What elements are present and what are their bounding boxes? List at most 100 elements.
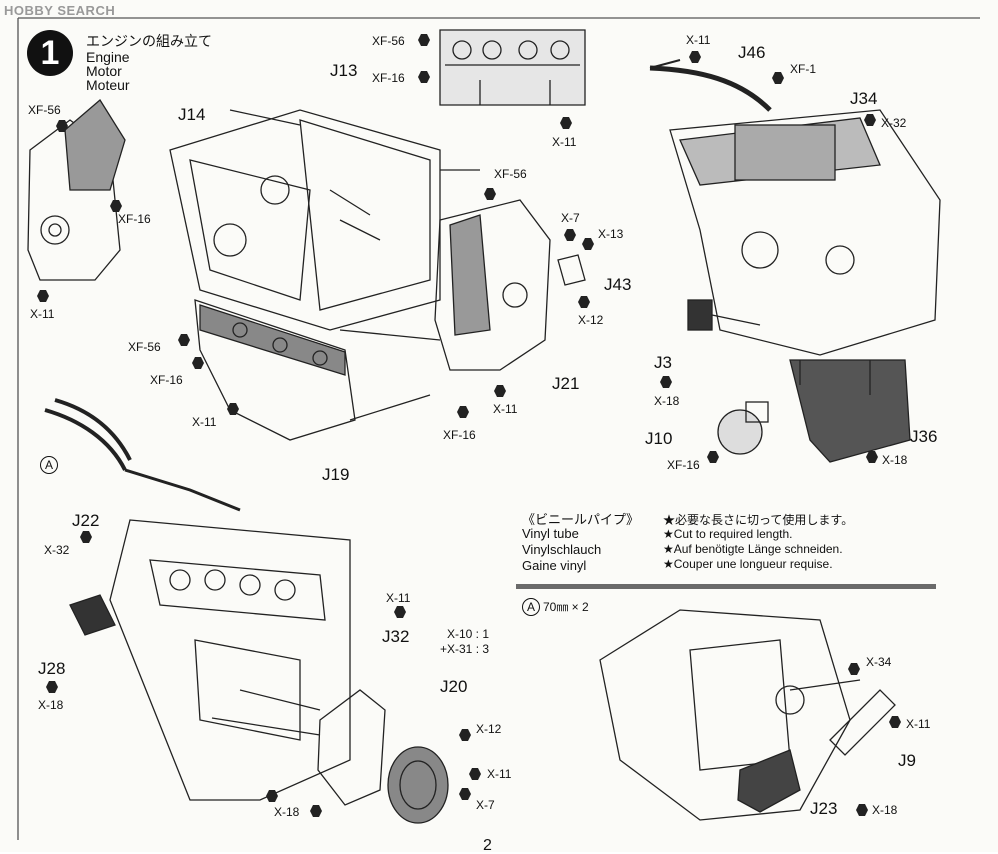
- paint-hex-icon: [418, 71, 430, 83]
- paint-label: XF-56: [494, 167, 527, 181]
- paint-hex-icon: [37, 290, 49, 302]
- paint-label: X-12: [476, 722, 502, 736]
- part-label-j19: J19: [322, 465, 350, 484]
- part-label-j36: J36: [910, 427, 938, 446]
- step-title-en: Engine: [86, 49, 130, 65]
- paint-label: X-18: [654, 394, 680, 408]
- paint-hex-icon: [484, 188, 496, 200]
- tube-marker: A: [522, 598, 540, 616]
- paint-label: XF-16: [443, 428, 476, 442]
- paint-label: X-11: [386, 591, 411, 605]
- paint-label: X-12: [578, 313, 604, 327]
- part-label-j20: J20: [440, 677, 468, 696]
- paint-hex-icon: [707, 451, 719, 463]
- paint-label: X-11: [552, 135, 577, 149]
- vinyl-note-jp: ★必要な長さに切って使用します。: [663, 513, 854, 527]
- paint-label: X-34: [866, 655, 892, 669]
- tube-size-label: 70㎜ × 2: [543, 600, 589, 614]
- paint-label: XF-56: [128, 340, 161, 354]
- paint-label: X-11: [192, 415, 217, 429]
- paint-label: XF-1: [790, 62, 817, 76]
- paint-hex-icon: [856, 804, 868, 816]
- vinyl-title-fr: Gaine vinyl: [522, 558, 587, 573]
- paint-hex-icon: [660, 376, 672, 388]
- vinyl-note-fr: ★Couper une longueur requise.: [663, 557, 833, 571]
- paint-hex-icon: [192, 357, 204, 369]
- paint-hex-icon: [46, 681, 58, 693]
- paint-label: X-11: [686, 33, 711, 47]
- paint-label: XF-16: [150, 373, 183, 387]
- paint-hex-icon: [266, 790, 278, 802]
- tube-marker: A: [40, 456, 58, 474]
- paint-label: XF-56: [372, 34, 405, 48]
- paint-label: X-18: [274, 805, 300, 819]
- paint-label: X-18: [882, 453, 908, 467]
- paint-mix-label: X-10 : 1: [447, 627, 490, 641]
- paint-hex-icon: [459, 729, 471, 741]
- paint-hex-icon: [582, 238, 594, 250]
- paint-hex-icon: [178, 334, 190, 346]
- paint-hex-icon: [772, 72, 784, 84]
- vinyl-title-de: Vinylschlauch: [522, 542, 602, 557]
- paint-hex-icon: [578, 296, 590, 308]
- paint-hex-icon: [848, 663, 860, 675]
- vinyl-note-en: ★Cut to required length.: [663, 527, 793, 541]
- vinyl-title-jp: 《ビニールパイプ》: [522, 512, 640, 527]
- part-label-j9: J9: [898, 751, 916, 770]
- paint-label: XF-16: [667, 458, 700, 472]
- paint-hex-icon: [494, 385, 506, 397]
- paint-label: XF-56: [28, 103, 61, 117]
- paint-hex-icon: [227, 403, 239, 415]
- paint-label: XF-16: [118, 212, 151, 226]
- part-label-j10: J10: [645, 429, 673, 448]
- step-number-badge: 1: [27, 30, 73, 76]
- paint-label: X-11: [487, 767, 512, 781]
- part-label-j22: J22: [72, 511, 100, 530]
- paint-label: X-18: [38, 698, 64, 712]
- paint-hex-icon: [689, 51, 701, 63]
- paint-label: X-11: [493, 402, 518, 416]
- paint-label: X-18: [872, 803, 898, 817]
- paint-label: X-11: [906, 717, 931, 731]
- paint-label: X-32: [44, 543, 70, 557]
- watermark: HOBBY SEARCH: [4, 3, 116, 18]
- paint-label: X-32: [881, 116, 907, 130]
- paint-hex-icon: [560, 117, 572, 129]
- paint-label: X-7: [561, 211, 580, 225]
- paint-hex-icon: [459, 788, 471, 800]
- part-label-j34: J34: [850, 89, 878, 108]
- paint-hex-icon: [864, 114, 876, 126]
- paint-hex-icon: [469, 768, 481, 780]
- vinyl-note-de: ★Auf benötigte Länge schneiden.: [663, 542, 843, 556]
- paint-hex-icon: [457, 406, 469, 418]
- paint-hex-icon: [394, 606, 406, 618]
- paint-label: X-13: [598, 227, 624, 241]
- part-label-j21: J21: [552, 374, 580, 393]
- step-title-fr: Moteur: [86, 77, 130, 93]
- step-title-jp: エンジンの組み立て: [86, 33, 212, 49]
- paint-hex-icon: [889, 716, 901, 728]
- part-label-j28: J28: [38, 659, 66, 678]
- step-title-de: Motor: [86, 63, 122, 79]
- paint-hex-icon: [564, 229, 576, 241]
- paint-label: X-11: [30, 307, 55, 321]
- paint-label: XF-16: [372, 71, 405, 85]
- paint-hex-icon: [418, 34, 430, 46]
- part-label-j13: J13: [330, 61, 358, 80]
- part-label-j23: J23: [810, 799, 838, 818]
- page-number: 2: [483, 837, 492, 854]
- vinyl-title-en: Vinyl tube: [522, 526, 579, 541]
- paint-hex-icon: [310, 805, 322, 817]
- part-label-j32: J32: [382, 627, 410, 646]
- paint-hex-icon: [80, 531, 92, 543]
- paint-hex-icon: [56, 120, 68, 132]
- paint-mix-label: +X-31 : 3: [440, 642, 490, 656]
- part-label-j3: J3: [654, 353, 672, 372]
- part-label-j43: J43: [604, 275, 632, 294]
- paint-label: X-7: [476, 798, 495, 812]
- section-divider: [516, 584, 936, 589]
- part-label-j46: J46: [738, 43, 766, 62]
- part-label-j14: J14: [178, 105, 206, 124]
- paint-hex-icon: [110, 200, 122, 212]
